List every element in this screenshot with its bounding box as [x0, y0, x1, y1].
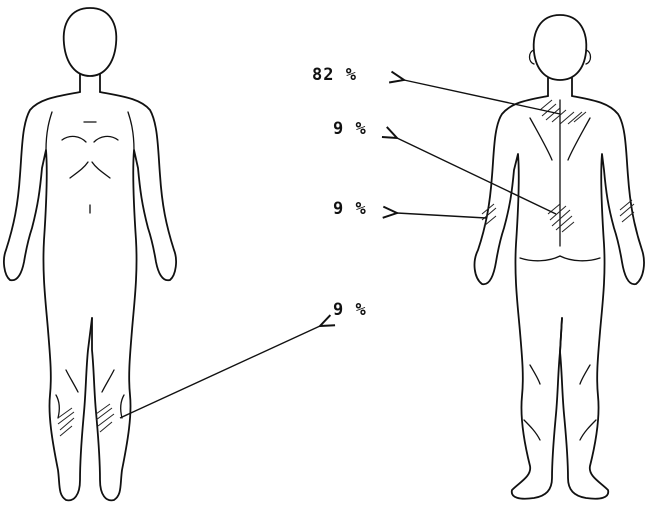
label-lower-back-percent: 9 %	[333, 119, 367, 139]
label-forearm-percent: 9 %	[333, 199, 367, 219]
front-lower-leg-hatch	[58, 404, 114, 436]
label-upper-back-percent: 82 %	[312, 65, 357, 85]
arrow-lower-leg	[120, 326, 320, 418]
arrow-upper-back	[404, 80, 560, 114]
arrow-forearm	[397, 213, 486, 218]
back-lower-hatch	[548, 204, 574, 232]
back-figure	[475, 15, 644, 499]
label-lower-leg-percent: 9 %	[333, 300, 367, 320]
arrow-lower-back	[397, 138, 556, 214]
front-figure	[4, 8, 176, 500]
back-upper-hatch	[540, 100, 586, 124]
